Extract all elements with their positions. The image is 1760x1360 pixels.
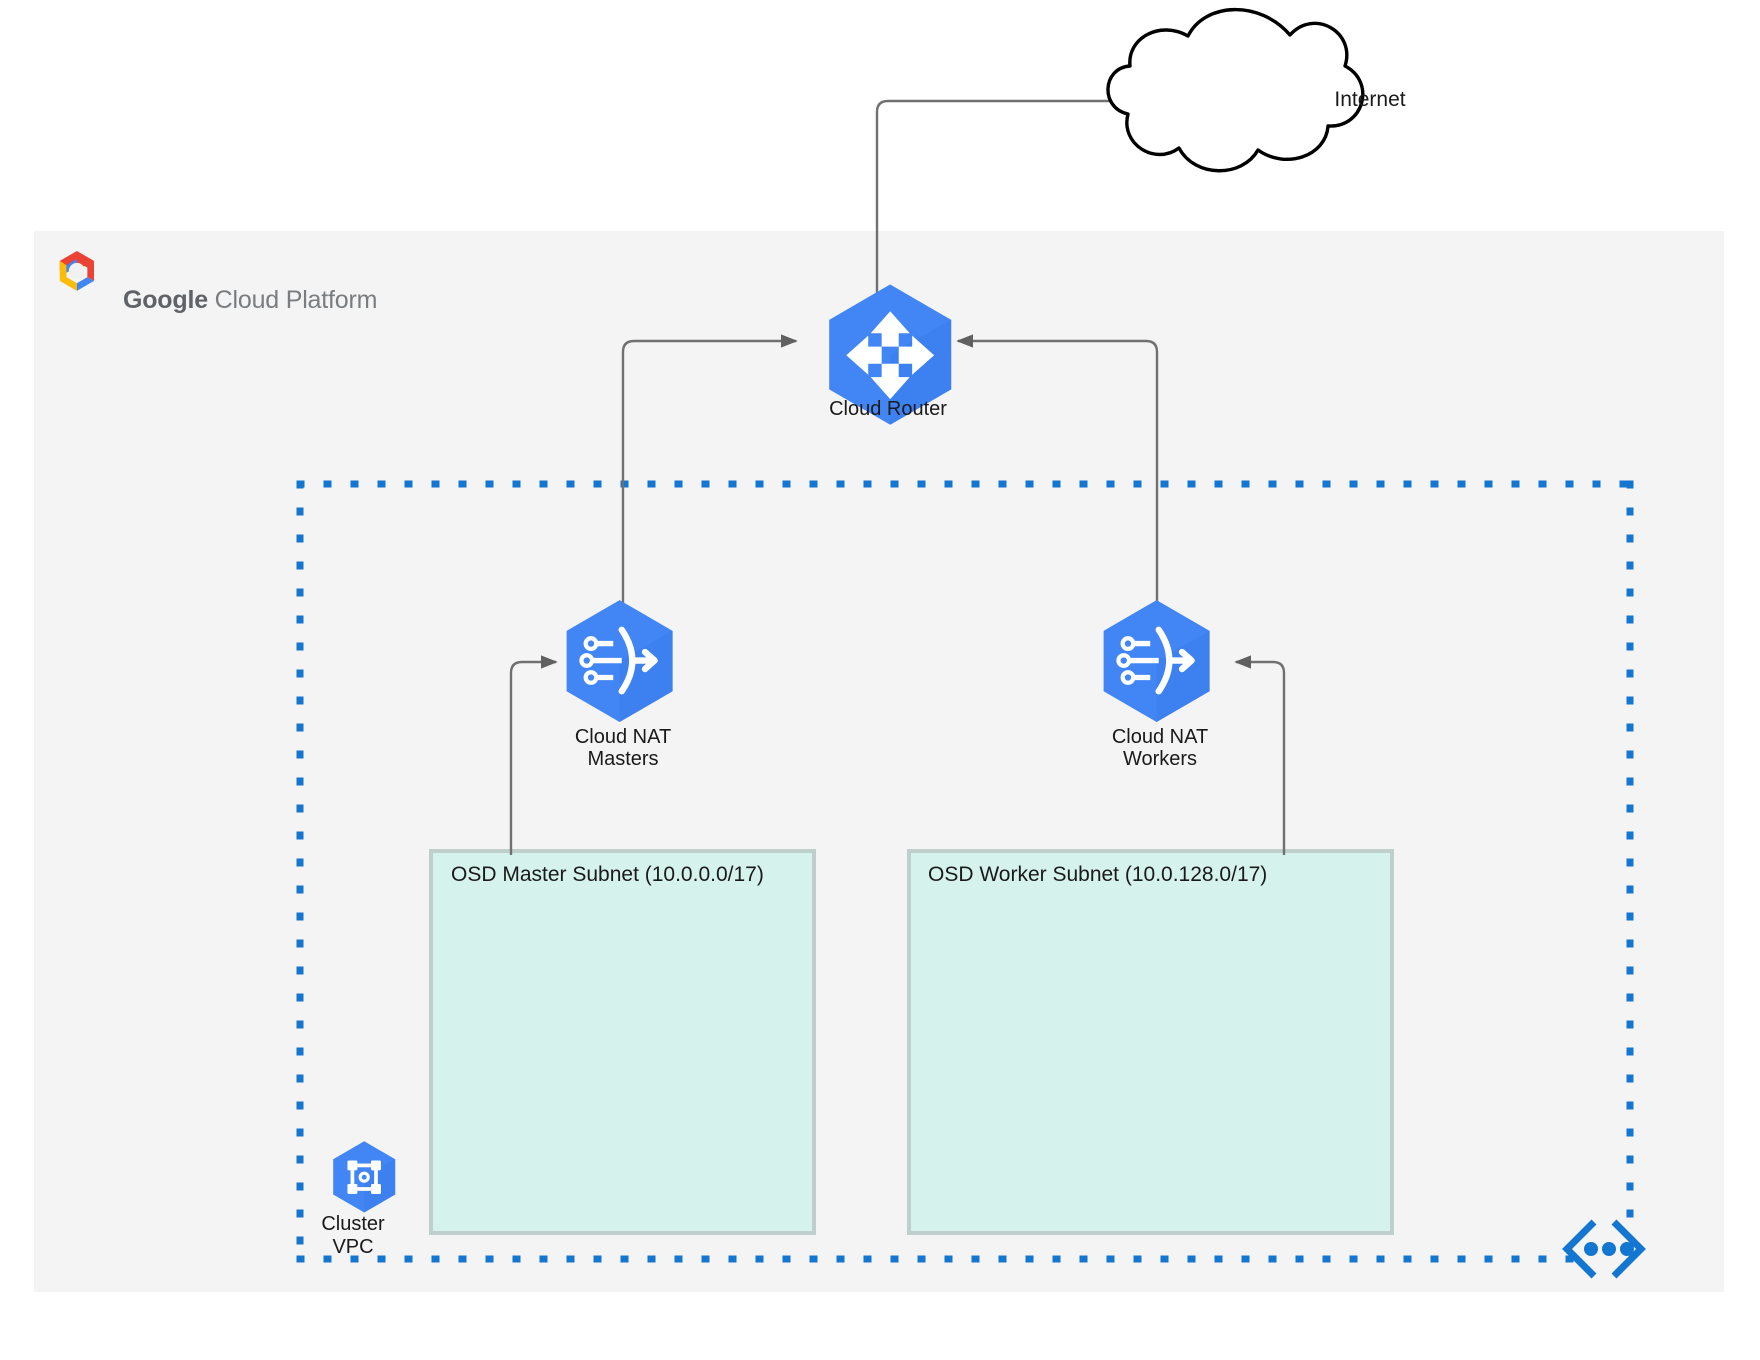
vpc-boundary-marker	[1562, 1219, 1646, 1279]
gcp-brand-primary: Google	[122, 286, 208, 314]
edge-nat-masters-to-router	[621, 334, 798, 638]
osd-master-subnet-box[interactable]	[429, 849, 816, 1235]
edge-master-subnet-to-nat	[509, 655, 558, 855]
osd-worker-subnet-box[interactable]	[907, 849, 1394, 1235]
gcp-brand-secondary: Cloud Platform	[214, 286, 378, 314]
vpc-network-icon[interactable]	[333, 1141, 396, 1213]
osd-master-subnet-label: OSD Master Subnet (10.0.0.0/17)	[451, 863, 764, 886]
cloud-nat-masters-icon[interactable]	[566, 600, 673, 723]
edge-worker-subnet-to-nat	[1234, 655, 1286, 855]
cloud-nat-workers-icon[interactable]	[1103, 600, 1210, 723]
osd-worker-subnet-label: OSD Worker Subnet (10.0.128.0/17)	[928, 863, 1268, 886]
edge-nat-workers-to-router	[956, 334, 1159, 638]
cloud-router-icon[interactable]	[829, 284, 952, 425]
google-cloud-platform-logo	[59, 250, 94, 291]
edge-router-to-internet	[875, 94, 1241, 332]
internet-label: Internet	[1334, 88, 1406, 111]
gcp-wordmark: Google Cloud Platform	[96, 257, 377, 344]
cluster-vpc-boundary	[296, 480, 1634, 1263]
internet-cloud-icon[interactable]	[1106, 7, 1365, 173]
edge-layer	[509, 94, 1286, 855]
